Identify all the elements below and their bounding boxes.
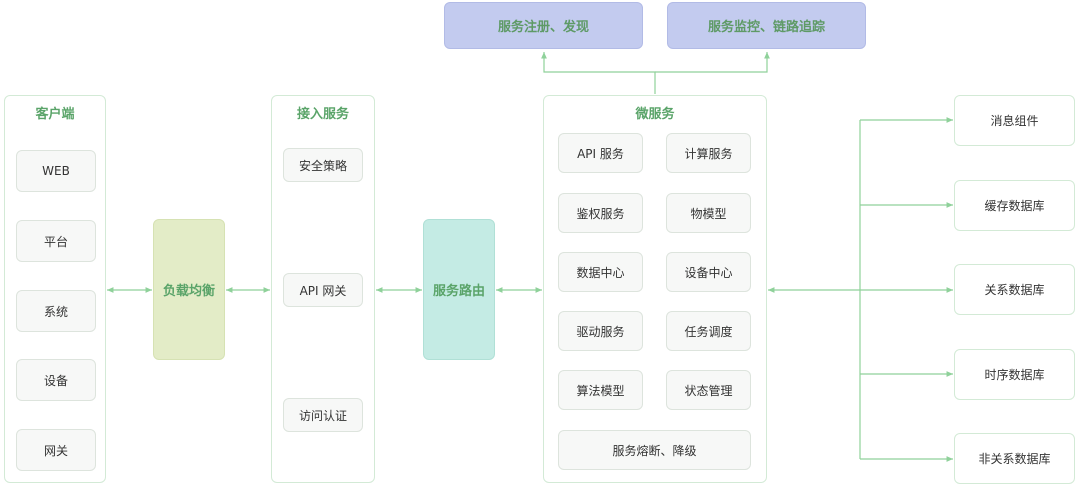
microservice-item: API 服务	[558, 133, 643, 173]
microservice-panel: 微服务 API 服务 计算服务 鉴权服务 物模型 数据中心 设备中心 驱动服务 …	[543, 95, 767, 483]
client-panel: 客户端 WEB 平台 系统 设备 网关	[4, 95, 106, 483]
access-panel: 接入服务 安全策略 API 网关 访问认证	[271, 95, 375, 483]
client-item-label: 系统	[43, 304, 68, 319]
storage-item-label: 非关系数据库	[978, 452, 1051, 466]
microservice-item-label: 状态管理	[684, 383, 733, 398]
client-item: 系统	[16, 290, 96, 332]
security-policy-box: 安全策略	[283, 148, 363, 182]
microservice-item: 计算服务	[666, 133, 751, 173]
storage-item: 缓存数据库	[954, 180, 1075, 231]
microservice-panel-title: 微服务	[635, 107, 675, 122]
service-registry-label: 服务注册、发现	[497, 20, 589, 35]
api-gateway-box: API 网关	[283, 273, 363, 307]
circuit-breaker-box: 服务熔断、降级	[558, 430, 751, 470]
service-routing-box: 服务路由	[423, 219, 495, 360]
microservice-item: 状态管理	[666, 370, 751, 410]
client-item-label: 平台	[43, 234, 68, 249]
client-item: WEB	[16, 150, 96, 192]
microservice-item: 数据中心	[558, 252, 643, 292]
circuit-breaker-label: 服务熔断、降级	[612, 443, 697, 458]
storage-item: 非关系数据库	[954, 433, 1075, 484]
security-policy-label: 安全策略	[298, 158, 347, 173]
microservice-item: 任务调度	[666, 311, 751, 351]
service-routing-label: 服务路由	[432, 284, 485, 299]
microservice-item: 鉴权服务	[558, 193, 643, 233]
storage-item-label: 关系数据库	[984, 283, 1045, 297]
microservice-item: 设备中心	[666, 252, 751, 292]
microservice-item-label: 设备中心	[684, 265, 733, 280]
connector-micro-top	[541, 52, 656, 94]
microservice-item-label: 任务调度	[684, 324, 733, 339]
client-item: 设备	[16, 359, 96, 401]
microservice-item-label: 数据中心	[576, 265, 625, 280]
microservice-item: 物模型	[666, 193, 751, 233]
microservice-item-label: 驱动服务	[576, 324, 625, 339]
microservice-item-label: 算法模型	[576, 383, 625, 398]
microservice-item-label: API 服务	[577, 146, 624, 161]
storage-item: 关系数据库	[954, 264, 1075, 315]
service-monitor-box: 服务监控、链路追踪	[667, 2, 866, 49]
microservice-item-label: 计算服务	[684, 146, 733, 161]
access-auth-label: 访问认证	[298, 408, 347, 423]
client-item: 平台	[16, 220, 96, 262]
api-gateway-label: API 网关	[299, 283, 347, 298]
microservice-item-label: 物模型	[690, 206, 727, 221]
storage-item-label: 缓存数据库	[984, 199, 1045, 213]
storage-item-label: 消息组件	[990, 114, 1039, 128]
load-balance-box: 负载均衡	[153, 219, 225, 360]
microservice-item: 算法模型	[558, 370, 643, 410]
client-item: 网关	[16, 429, 96, 471]
access-auth-box: 访问认证	[283, 398, 363, 432]
client-item-label: 设备	[43, 373, 68, 388]
access-panel-title: 接入服务	[296, 107, 349, 122]
service-registry-box: 服务注册、发现	[444, 2, 643, 49]
microservice-item-label: 鉴权服务	[576, 206, 625, 221]
storage-item: 消息组件	[954, 95, 1075, 146]
client-panel-title: 客户端	[35, 107, 75, 122]
microservice-item: 驱动服务	[558, 311, 643, 351]
client-item-label: WEB	[42, 164, 70, 178]
service-monitor-label: 服务监控、链路追踪	[707, 20, 825, 35]
storage-item: 时序数据库	[954, 349, 1075, 400]
client-item-label: 网关	[43, 443, 68, 458]
load-balance-label: 负载均衡	[162, 284, 215, 299]
storage-item-label: 时序数据库	[984, 368, 1045, 382]
